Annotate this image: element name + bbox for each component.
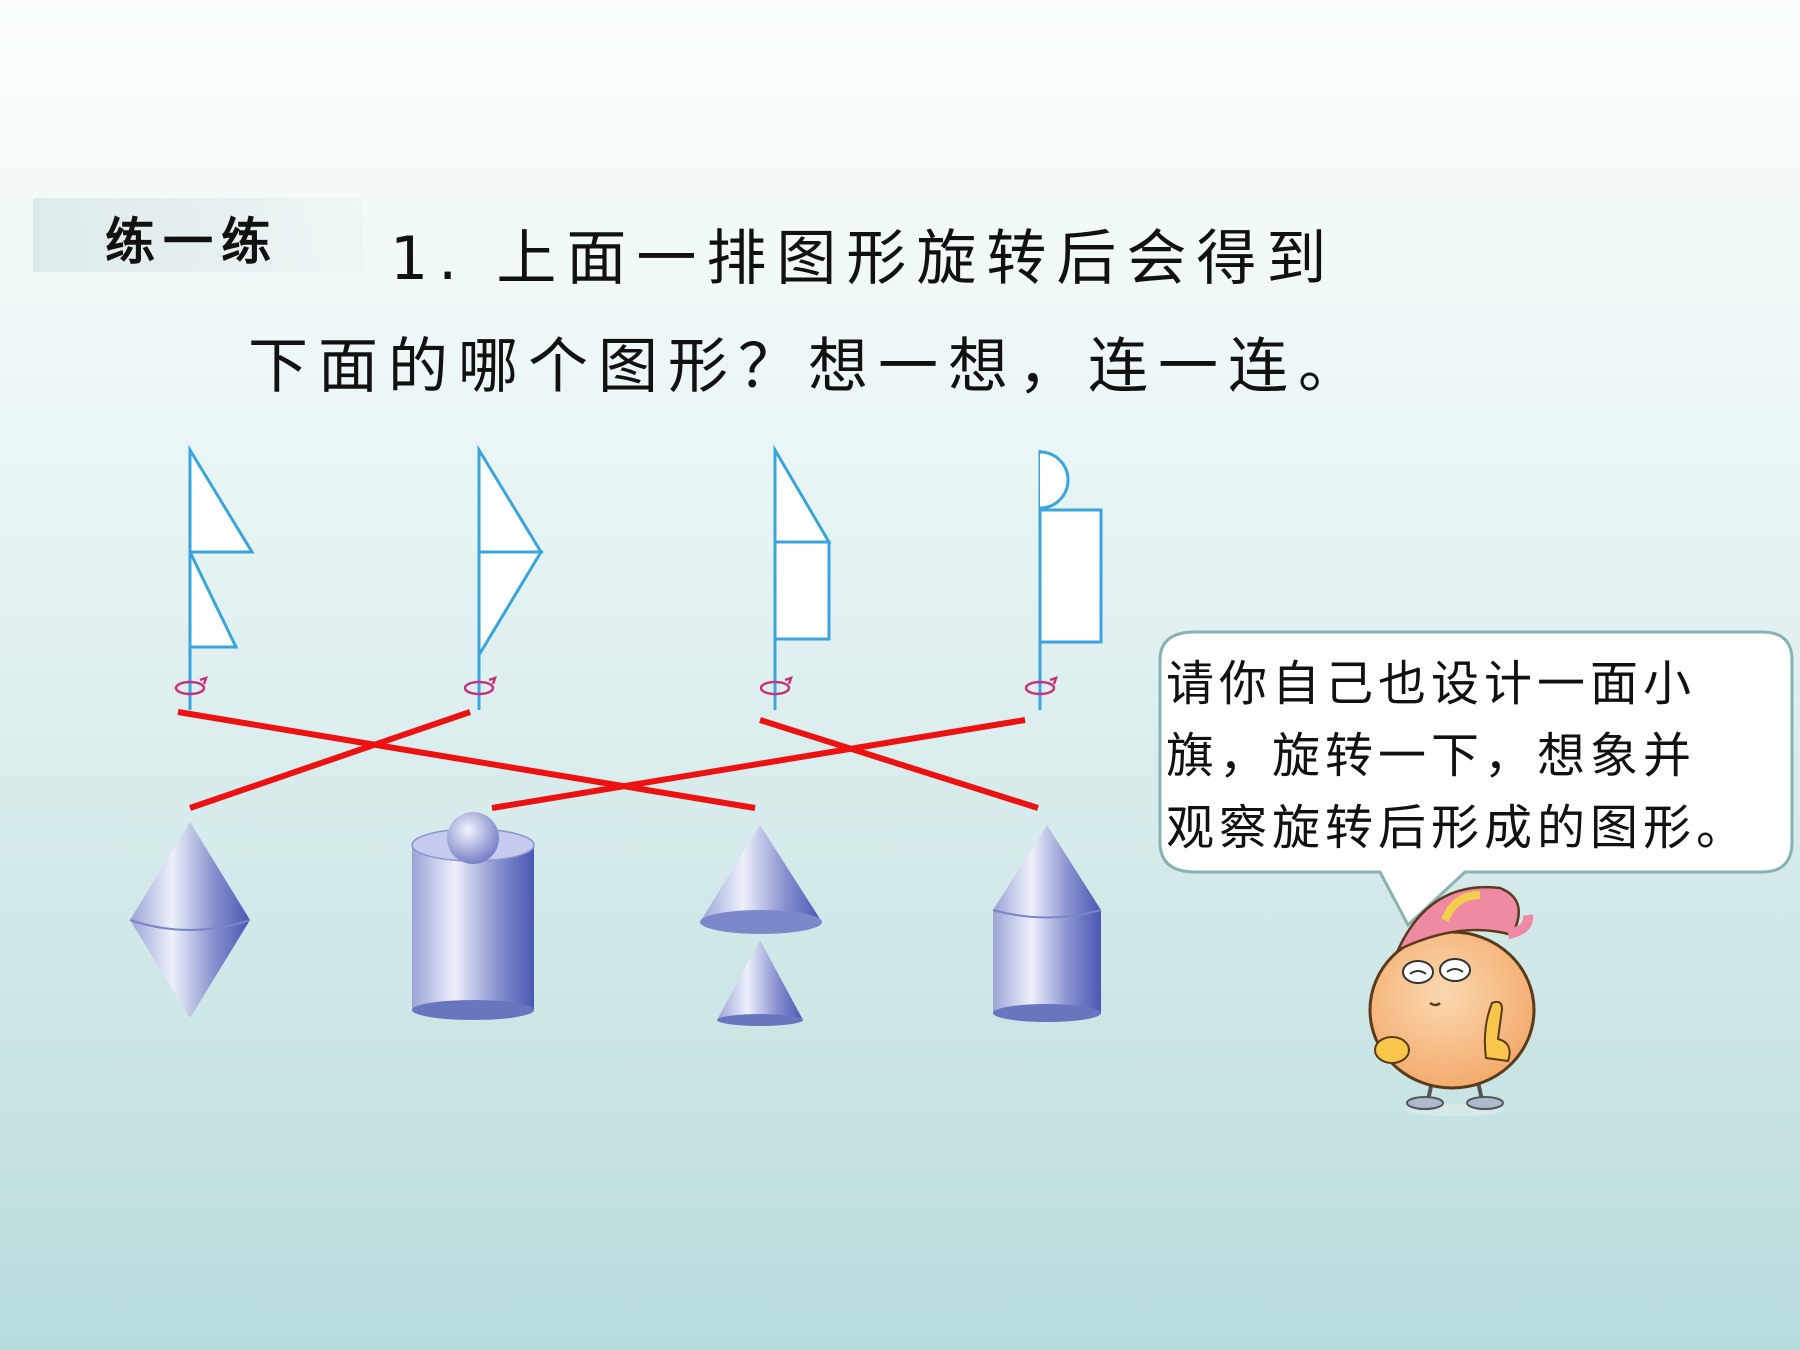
match-line-2 <box>189 709 471 811</box>
question-line-2: 下面的哪个图形？想一想，连一连。 <box>248 332 1368 402</box>
flag-double-triangle <box>188 444 255 710</box>
flag-1-upper-triangle <box>188 444 255 554</box>
match-line-1 <box>177 709 756 811</box>
flag-1-lower-triangle <box>188 551 239 649</box>
flag-4-rectangle <box>1038 508 1103 644</box>
matching-lines <box>177 709 1039 811</box>
speech-line-1: 请你自己也设计一面小 <box>1166 656 1697 712</box>
flag-triangle-rectangle <box>773 444 832 710</box>
flag-2-upper-triangle <box>477 444 544 554</box>
rotation-arrow-icon-2 <box>463 676 497 696</box>
flag-2-lower-triangle <box>477 550 544 661</box>
rotation-arrow-icon-1 <box>174 676 208 696</box>
speech-bubble <box>1158 630 1794 928</box>
flag-kite <box>477 444 544 710</box>
exercise-label: 练一练 <box>105 213 279 271</box>
solid-double-cone <box>129 822 251 1018</box>
rotation-arrows <box>174 676 1058 696</box>
rotation-arrow-icon-3 <box>759 676 793 696</box>
cartoon-orange-mascot-icon <box>1368 885 1536 1116</box>
flag-3-rectangle <box>773 540 831 641</box>
match-line-3 <box>759 717 1039 811</box>
speech-line-2: 旗，旋转一下，想象并 <box>1166 728 1697 784</box>
flag-3-triangle <box>773 444 832 544</box>
match-line-4 <box>491 717 1026 811</box>
speech-line-3: 观察旋转后形成的图形。 <box>1166 800 1750 856</box>
question-line-1: 1. 上面一排图形旋转后会得到 <box>390 224 1337 294</box>
speech-bubble-text: 请你自己也设计一面小 旗，旋转一下，想象并 观察旋转后形成的图形。 <box>1166 648 1786 864</box>
rotation-arrow-icon-4 <box>1024 676 1058 696</box>
solid-cone-on-cylinder <box>992 825 1102 1022</box>
flag-4-semicircle <box>1039 450 1070 510</box>
solid-cylinder-with-sphere <box>411 812 535 1020</box>
solid-cone-over-cone <box>700 825 822 1026</box>
exercise-label-box: 练一练 <box>33 198 363 272</box>
flag-semicircle-rectangle <box>1038 450 1103 710</box>
